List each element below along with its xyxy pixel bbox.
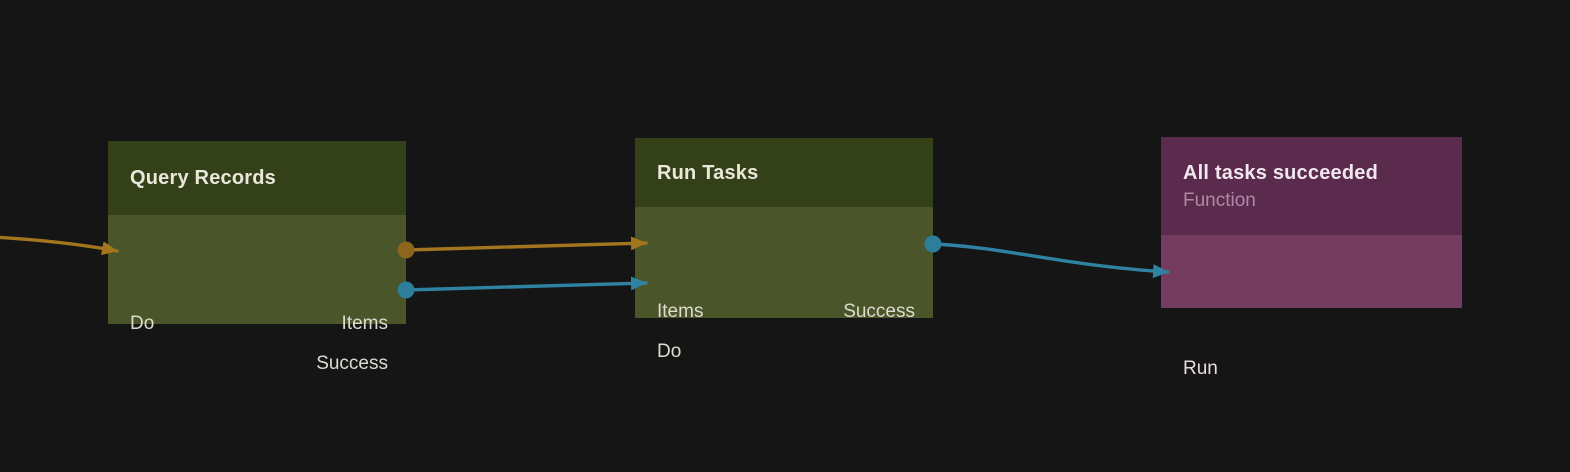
node-header: All tasks succeeded Function bbox=[1161, 137, 1462, 235]
port-row: Run bbox=[1161, 349, 1462, 389]
node-body: Run bbox=[1161, 235, 1462, 379]
port-row: Do bbox=[635, 332, 933, 372]
port-row: Do Items bbox=[108, 304, 406, 344]
edge-query-records-items-to-run-tasks-items[interactable] bbox=[404, 236, 648, 252]
input-port-items[interactable]: Items bbox=[657, 301, 704, 322]
output-port-items[interactable]: Items bbox=[341, 313, 388, 334]
input-port-do[interactable]: Do bbox=[130, 313, 155, 334]
port-row: Success bbox=[108, 344, 406, 384]
input-port-do[interactable]: Do bbox=[657, 341, 682, 362]
output-port-success[interactable]: Success bbox=[843, 301, 915, 322]
node-run-tasks[interactable]: Run Tasks Items Success Do bbox=[635, 138, 933, 362]
node-title: Query Records bbox=[130, 167, 276, 189]
node-subtitle: Function bbox=[1183, 189, 1256, 211]
edge-offscreen-to-query-records-do[interactable] bbox=[0, 235, 119, 256]
port-row: Items Success bbox=[635, 292, 933, 332]
node-title: Run Tasks bbox=[657, 161, 759, 184]
node-all-tasks-succeeded[interactable]: All tasks succeeded Function Run bbox=[1161, 137, 1462, 379]
node-query-records[interactable]: Query Records Do Items Success bbox=[108, 141, 406, 374]
edge-query-records-success-to-run-tasks-do[interactable] bbox=[404, 276, 648, 292]
edge-run-tasks-success-to-all-tasks-succeeded-run[interactable] bbox=[931, 242, 1170, 279]
node-title: All tasks succeeded bbox=[1183, 161, 1379, 184]
output-port-success[interactable]: Success bbox=[316, 353, 388, 374]
node-body: Do Items Success bbox=[108, 215, 406, 374]
node-header: Run Tasks bbox=[635, 138, 933, 207]
node-header: Query Records bbox=[108, 141, 406, 215]
input-port-run[interactable]: Run bbox=[1183, 358, 1218, 379]
node-body: Items Success Do bbox=[635, 207, 933, 362]
